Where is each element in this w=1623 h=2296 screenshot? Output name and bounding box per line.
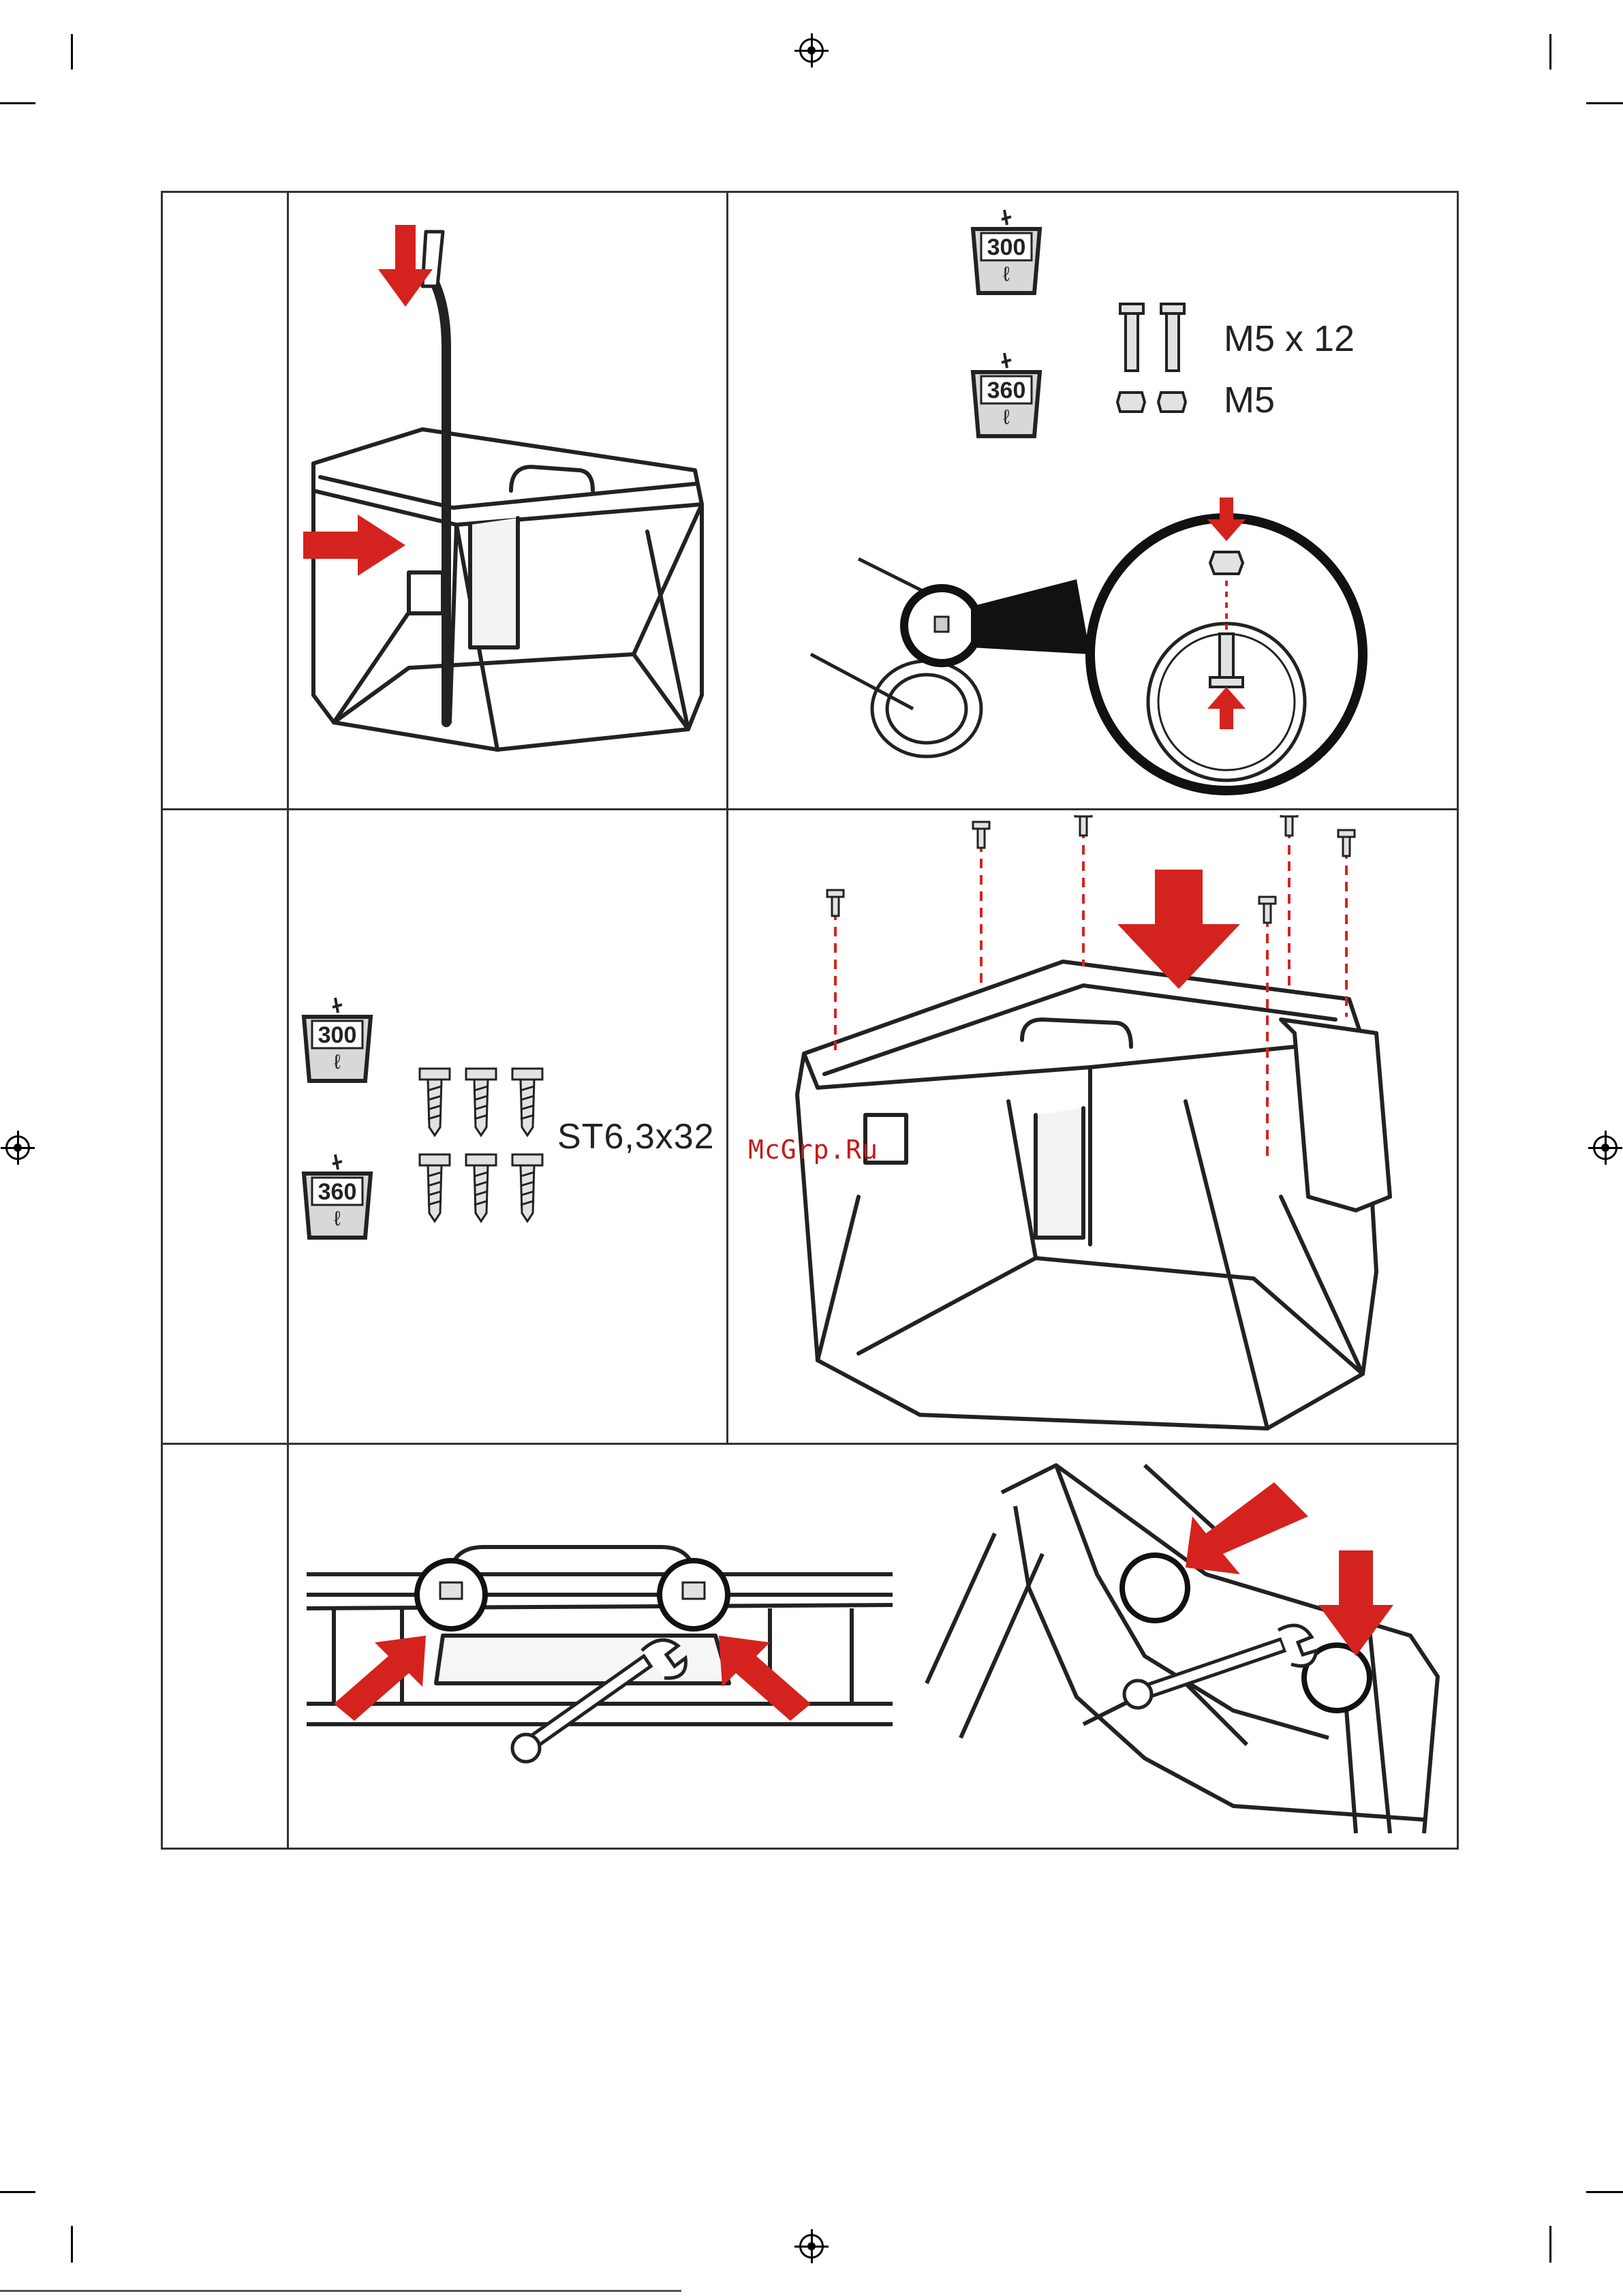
crop-mark-top-left-h — [0, 102, 35, 104]
step-number-column-divider — [287, 191, 289, 1850]
row2-divider — [161, 1443, 1459, 1445]
nut-size-label: M5 — [1224, 379, 1275, 421]
bolt-icon — [1115, 300, 1190, 375]
crop-mark-bottom-right-h — [1586, 2191, 1623, 2193]
capacity-badge-300: 300 ℓ — [297, 992, 377, 1088]
badge-value: 360 — [966, 378, 1047, 404]
crop-mark-top-right-v — [1549, 34, 1551, 70]
crop-mark-top-left-v — [71, 34, 73, 70]
watermark: McGrp.Ru — [748, 1135, 878, 1165]
crop-mark-bottom-left-h — [0, 2191, 35, 2193]
left-arrow — [1186, 1482, 1308, 1574]
bottom-rule — [0, 2290, 681, 2292]
screw-icon — [417, 1065, 546, 1228]
nut-icon — [1115, 386, 1190, 417]
step3-illustration — [777, 815, 1451, 1435]
left-arrow — [719, 1636, 811, 1721]
badge-value: 300 — [966, 234, 1047, 261]
bolt-size-label: M5 x 12 — [1224, 318, 1355, 360]
badge-unit: ℓ — [966, 406, 1047, 429]
badge-value: 360 — [297, 1179, 377, 1206]
registration-mark-left — [5, 1135, 30, 1160]
badge-value: 300 — [297, 1022, 377, 1049]
badge-unit: ℓ — [297, 1208, 377, 1231]
row1-middle-divider — [726, 191, 728, 1443]
badge-unit: ℓ — [966, 263, 1047, 286]
registration-mark-bottom — [799, 2234, 824, 2259]
capacity-badge-360: 360 ℓ — [966, 348, 1047, 443]
crop-mark-bottom-right-v — [1549, 2226, 1551, 2263]
wrench-icon — [1124, 1625, 1316, 1708]
step4-right-illustration — [920, 1452, 1451, 1840]
right-arrow — [334, 1636, 426, 1721]
capacity-badge-360: 360 ℓ — [297, 1149, 377, 1244]
down-arrow — [1318, 1550, 1393, 1656]
badge-unit: ℓ — [297, 1051, 377, 1074]
step1-illustration — [293, 204, 722, 804]
screw-size-label: ST6,3x32 — [557, 1116, 715, 1157]
registration-mark-right — [1593, 1135, 1618, 1160]
registration-mark-top — [799, 38, 824, 63]
crop-mark-bottom-left-v — [71, 2226, 73, 2263]
crop-mark-top-right-h — [1586, 102, 1623, 104]
row1-divider — [161, 808, 1459, 810]
step4-left-illustration — [307, 1499, 899, 1820]
bolt-detail-illustration — [804, 477, 1390, 804]
capacity-badge-300: 300 ℓ — [966, 204, 1047, 300]
right-arrow — [303, 515, 405, 576]
